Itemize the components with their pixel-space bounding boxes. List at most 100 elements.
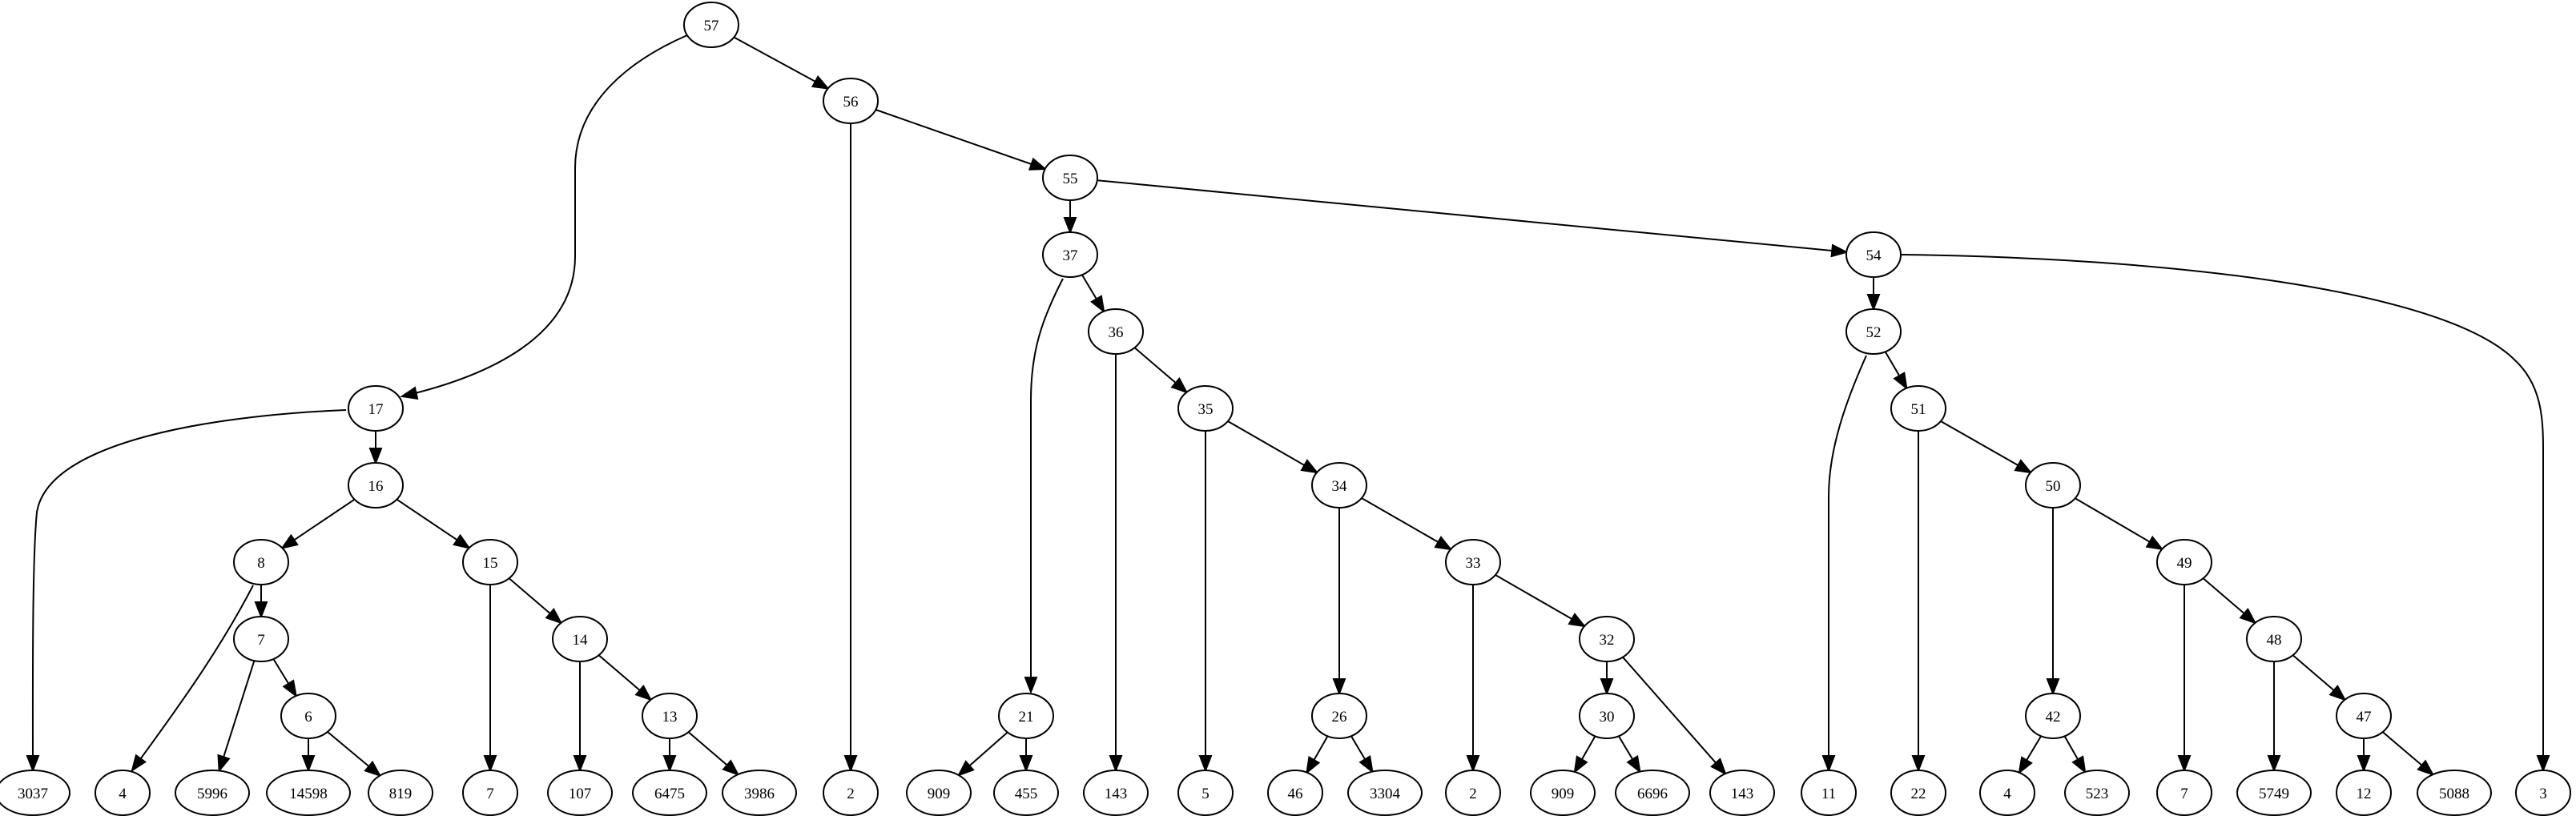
node-ellipse <box>348 462 404 508</box>
node-ellipse <box>1615 770 1690 816</box>
tree-node-l819: 819 <box>368 770 433 816</box>
node-ellipse <box>2156 770 2212 816</box>
node-label: 2 <box>1469 786 1477 802</box>
edge-n16-to-n8 <box>280 498 356 549</box>
edge-n32-to-l143b <box>1622 657 1727 776</box>
tree-node-n13: 13 <box>642 693 698 739</box>
edge-n6-to-l819 <box>327 731 382 778</box>
tree-node-n30: 30 <box>1579 693 1635 739</box>
edge-n6-to-l14598 <box>301 738 316 773</box>
node-ellipse <box>1042 155 1098 201</box>
tree-node-n17: 17 <box>348 385 404 432</box>
tree-node-n16: 16 <box>348 462 404 508</box>
arrowhead-icon <box>811 75 831 90</box>
edge-line <box>1940 420 2031 473</box>
edge-line <box>2075 497 2163 550</box>
arrowhead-icon <box>2328 685 2347 701</box>
tree-node-n57: 57 <box>683 2 739 48</box>
tree-node-n56: 56 <box>823 78 879 124</box>
tree-node-l3304: 3304 <box>1347 770 1423 816</box>
edge-n34-to-n33 <box>1361 497 1453 551</box>
edge-line <box>733 36 829 90</box>
node-ellipse <box>1979 770 2035 816</box>
arrowhead-icon <box>1170 377 1189 394</box>
edges-layer <box>26 34 2550 778</box>
tree-node-n50: 50 <box>2025 462 2081 508</box>
edge-n15-to-l7a <box>483 585 497 773</box>
arrowhead-icon <box>1600 678 1614 696</box>
edge-n48-to-l5749 <box>2267 661 2281 773</box>
arrowhead-icon <box>301 755 316 773</box>
node-label: 11 <box>1821 786 1836 802</box>
arrowhead-icon <box>2536 755 2550 773</box>
node-ellipse <box>1445 539 1501 585</box>
node-label: 7 <box>257 632 265 649</box>
tree-node-l12: 12 <box>2336 770 2392 816</box>
node-ellipse <box>1801 770 1857 816</box>
node-label: 17 <box>368 401 384 418</box>
tree-node-n48: 48 <box>2246 616 2302 662</box>
tree-node-l3037: 3037 <box>0 770 70 816</box>
node-ellipse <box>642 693 698 739</box>
edge-line <box>1227 420 1318 473</box>
node-ellipse <box>1445 770 1501 816</box>
arrowhead-icon <box>400 386 419 400</box>
tree-node-n52: 52 <box>1845 308 1902 355</box>
edge-n30-to-l6696 <box>1618 735 1641 774</box>
edge-n56-to-n55 <box>875 109 1048 171</box>
arrowhead-icon <box>545 608 563 625</box>
tree-node-n21: 21 <box>998 693 1054 739</box>
node-ellipse <box>266 770 351 816</box>
node-ellipse <box>993 770 1059 816</box>
edge-n50-to-n42 <box>2046 508 2060 696</box>
node-label: 7 <box>486 786 494 802</box>
tree-node-n32: 32 <box>1579 616 1635 662</box>
node-ellipse <box>2515 770 2571 816</box>
arrowhead-icon <box>453 533 471 549</box>
arrowhead-icon <box>1358 754 1374 774</box>
node-ellipse <box>462 770 518 816</box>
node-label: 22 <box>1911 786 1926 802</box>
node-ellipse <box>2025 462 2081 508</box>
tree-node-l909b: 909 <box>1530 770 1596 816</box>
node-ellipse <box>2156 539 2212 585</box>
edge-n21-to-l455 <box>1019 738 1033 773</box>
tree-node-n47: 47 <box>2336 693 2392 739</box>
edge-n55-to-n37 <box>1063 200 1077 235</box>
tree-node-n35: 35 <box>1177 385 1234 432</box>
node-label: 47 <box>2357 709 2372 726</box>
tree-node-n54: 54 <box>1845 231 1902 278</box>
node-ellipse <box>233 539 289 585</box>
edge-n56-to-l2a <box>843 123 858 773</box>
edge-n37-to-n21 <box>1024 278 1064 694</box>
edge-n57-to-n17 <box>400 34 688 400</box>
node-ellipse <box>2246 616 2302 662</box>
edge-n47-to-l12 <box>2357 738 2371 773</box>
node-label: 4 <box>119 786 127 802</box>
tree-node-l455: 455 <box>993 770 1059 816</box>
edge-n34-to-n26 <box>1332 508 1346 696</box>
node-label: 34 <box>1332 478 1348 495</box>
edge-line <box>1097 179 1847 253</box>
arrowhead-icon <box>2357 755 2371 773</box>
node-label: 2 <box>847 786 855 802</box>
node-label: 3986 <box>744 786 775 802</box>
node-label: 51 <box>1911 401 1926 418</box>
tree-node-n55: 55 <box>1042 155 1098 201</box>
arrowhead-icon <box>1090 295 1105 314</box>
edge-n15-to-n14 <box>508 577 563 625</box>
edge-n49-to-n48 <box>2202 577 2257 625</box>
arrowhead-icon <box>1434 536 1453 551</box>
tree-node-n37: 37 <box>1042 231 1098 278</box>
arrowhead-icon <box>1198 755 1213 773</box>
node-ellipse <box>1311 462 1367 508</box>
edge-n49-to-l7b <box>2177 585 2192 773</box>
node-ellipse <box>552 616 608 662</box>
node-label: 32 <box>1600 632 1615 649</box>
tree-node-l523: 523 <box>2064 770 2130 816</box>
node-ellipse <box>1530 770 1596 816</box>
edge-n47-to-l5088 <box>2382 731 2435 776</box>
node-ellipse <box>1177 385 1234 432</box>
arrowhead-icon <box>956 760 975 777</box>
arrowhead-icon <box>1821 755 1836 773</box>
